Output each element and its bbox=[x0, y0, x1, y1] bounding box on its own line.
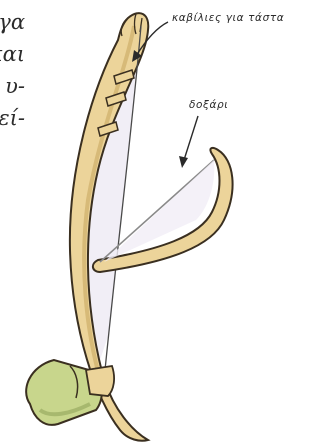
bow-arrowhead bbox=[179, 156, 188, 168]
neck-base bbox=[86, 366, 114, 396]
bow-arrow bbox=[184, 116, 198, 160]
